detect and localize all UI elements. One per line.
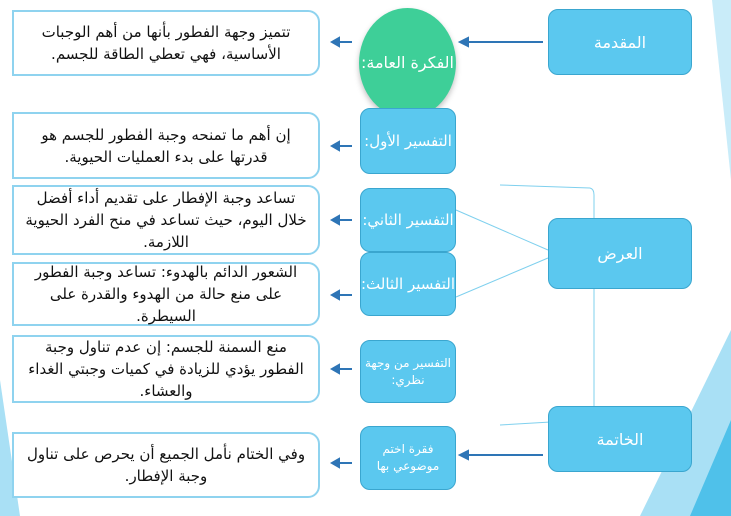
general-idea-circle: الفكرة العامة:	[359, 8, 456, 118]
closing-box: فقرة اختم موضوعي بها	[360, 426, 456, 490]
opinion-box: التفسير من وجهة نظري:	[360, 340, 456, 403]
closing-text: وفي الختام نأمل الجميع أن يحرص على تناول…	[12, 432, 320, 498]
general-idea-text: تتميز وجهة الفطور بأنها من أهم الوجبات ا…	[12, 10, 320, 76]
second-explanation-text: تساعد وجبة الإفطار على تقديم أداء أفضل خ…	[12, 185, 320, 255]
connector-line	[499, 289, 595, 426]
first-explanation-box: التفسير الأول:	[360, 108, 456, 174]
intro-box: المقدمة	[548, 9, 692, 75]
decor-triangle	[690, 420, 731, 516]
body-box: العرض	[548, 218, 692, 289]
connector-line	[455, 257, 549, 298]
first-explanation-text: إن أهم ما تمنحه وجبة الفطور للجسم هو قدر…	[12, 112, 320, 179]
decor-triangle	[712, 0, 731, 180]
connector-line	[499, 184, 595, 218]
opinion-text: منع السمنة للجسم: إن عدم تناول وجبة الفط…	[12, 335, 320, 403]
third-explanation-text: الشعور الدائم بالهدوء: تساعد وجبة الفطور…	[12, 262, 320, 326]
third-explanation-box: التفسير الثالث:	[360, 252, 456, 316]
second-explanation-box: التفسير الثاني:	[360, 188, 456, 252]
connector-line	[455, 209, 549, 251]
conclusion-box: الخاتمة	[548, 406, 692, 472]
